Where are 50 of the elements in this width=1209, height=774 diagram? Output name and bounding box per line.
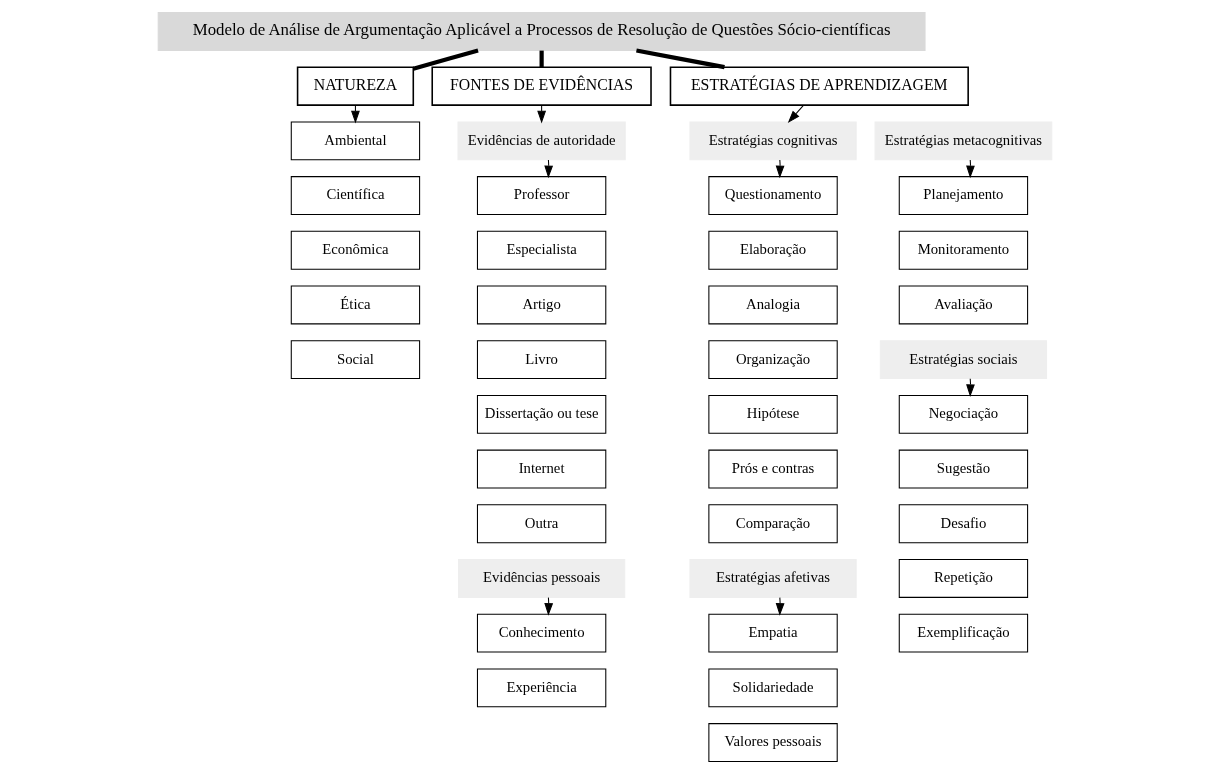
node-box: Outra xyxy=(476,504,606,544)
node-box: Valores pessoais xyxy=(707,723,838,762)
node-box: Elaboração xyxy=(707,230,838,270)
node-box: FONTES DE EVIDÊNCIAS xyxy=(430,66,652,106)
arrow xyxy=(350,104,360,124)
node-box: Ética xyxy=(290,285,420,325)
node-box: Científica xyxy=(290,176,420,215)
node-box: Internet xyxy=(476,449,606,489)
node-box: Desafio xyxy=(898,504,1028,544)
node-box: Avaliação xyxy=(898,285,1028,325)
node-box: Conhecimento xyxy=(476,613,606,653)
connector xyxy=(539,50,544,68)
node-box: Estratégias cognitivas xyxy=(688,121,857,161)
node-box: Estratégias metacognitivas xyxy=(874,121,1052,161)
node-box: Experiência xyxy=(476,668,606,708)
node-box: Ambiental xyxy=(290,121,420,161)
arrow xyxy=(775,159,785,179)
node-box: Planejamento xyxy=(898,176,1028,215)
arrow xyxy=(787,104,804,124)
node-box: Prós e contras xyxy=(707,449,838,489)
node-box: Estratégias sociais xyxy=(879,340,1047,380)
node-box: Livro xyxy=(476,340,606,380)
node-box: Empatia xyxy=(707,613,838,653)
node-box: Professor xyxy=(476,176,606,215)
arrow xyxy=(536,104,546,124)
node-box: Artigo xyxy=(476,285,606,325)
connector xyxy=(412,48,479,71)
node-box: Especialista xyxy=(476,230,606,270)
node-box: Social xyxy=(290,340,420,380)
node-box: Questionamento xyxy=(707,176,838,215)
node-box: Comparação xyxy=(707,504,838,544)
node-box: Estratégias afetivas xyxy=(688,559,857,598)
node-box: Exemplificação xyxy=(898,613,1028,653)
node-box: NATUREZA xyxy=(296,66,414,106)
node-box: Dissertação ou tese xyxy=(476,394,606,434)
arrow xyxy=(775,597,785,616)
node-box: Monitoramento xyxy=(898,230,1028,270)
node-box: Negociação xyxy=(898,394,1028,434)
node-box: Evidências de autoridade xyxy=(456,121,626,161)
node-box: Hipótese xyxy=(707,394,838,434)
node-box: Evidências pessoais xyxy=(457,559,625,598)
node-box: Organização xyxy=(707,340,838,380)
node-box: Modelo de Análise de Argumentação Aplicável a Processos de Resolução de Questões Sócio-científicas xyxy=(157,12,926,51)
node-box: ESTRATÉGIAS DE APRENDIZAGEM xyxy=(669,66,969,106)
node-box: Repetição xyxy=(898,559,1028,598)
node-box: Analogia xyxy=(707,285,838,325)
connector xyxy=(635,48,725,70)
node-box: Sugestão xyxy=(898,449,1028,489)
node-box: Solidariedade xyxy=(707,668,838,708)
node-box: Econômica xyxy=(290,230,420,270)
